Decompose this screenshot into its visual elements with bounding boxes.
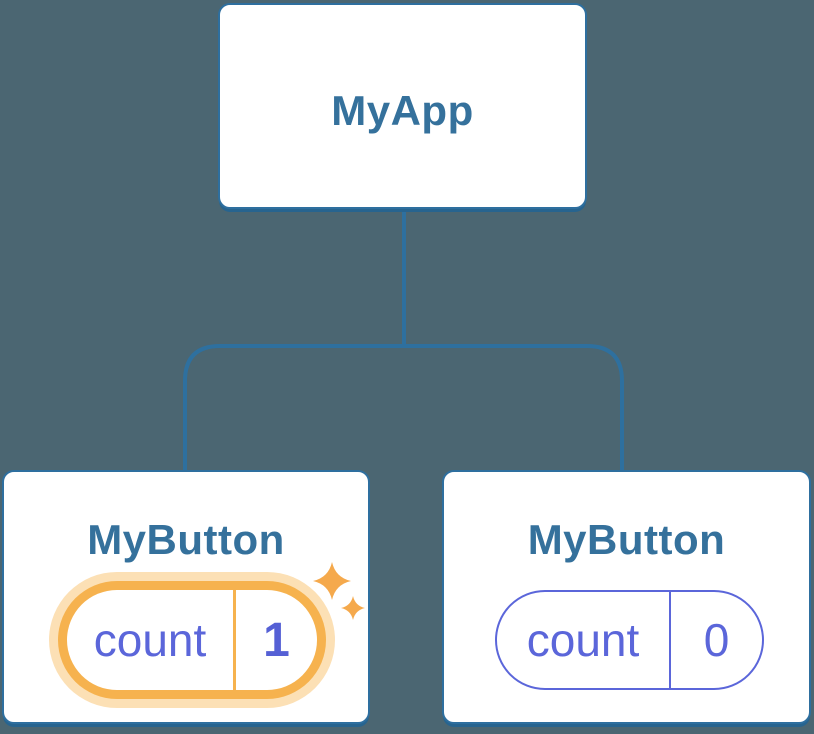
state-key: count (93, 614, 207, 666)
component-label-mybutton-right: MyButton (527, 516, 726, 563)
state-value: 0 (703, 614, 730, 666)
component-node-mybutton-right: MyButton count 0 (442, 470, 811, 724)
state-key: count (526, 614, 640, 666)
state-value: 1 (263, 613, 290, 667)
component-node-mybutton-left: MyButton count 1 (2, 470, 370, 724)
state-pill-highlighted: count 1 (67, 590, 317, 690)
state-divider (669, 592, 671, 688)
state-divider (233, 590, 236, 690)
connector-branch-bracket (183, 344, 624, 471)
component-label-mybutton-left: MyButton (87, 516, 285, 563)
component-label-myapp: MyApp (331, 87, 474, 134)
state-pill: count 0 (495, 590, 764, 690)
component-node-myapp: MyApp (218, 3, 587, 209)
